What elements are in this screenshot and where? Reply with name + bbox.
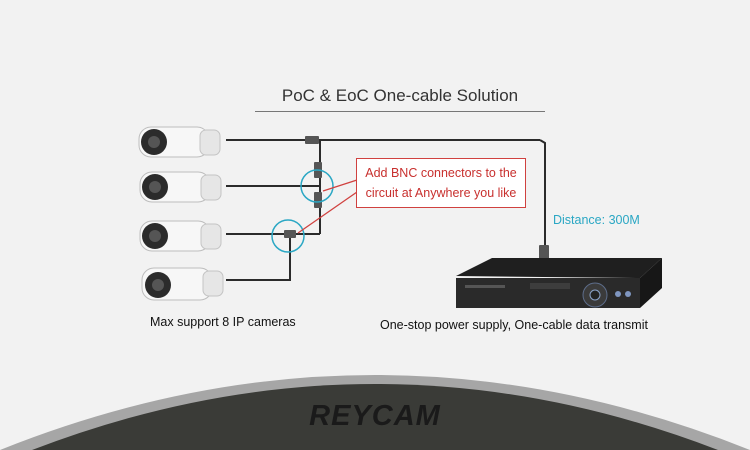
connector-highlight-circles [271, 169, 334, 253]
bnc-callout-box: Add BNC connectors to the circuit at Any… [356, 158, 526, 208]
bullet-camera-icon [139, 220, 222, 252]
footer-arc [0, 375, 750, 450]
bullet-camera-icon [138, 126, 221, 158]
camera-count-caption: Max support 8 IP cameras [150, 315, 296, 329]
bullet-camera-icon [141, 267, 224, 301]
bullet-camera-icon [139, 171, 222, 203]
cable-lines [226, 139, 546, 281]
dvr-caption: One-stop power supply, One-cable data tr… [380, 318, 648, 332]
diagram-title: PoC & EoC One-cable Solution [281, 86, 519, 105]
bnc-connector-icon [284, 136, 549, 259]
distance-label: Distance: 300M [553, 213, 640, 227]
title-underline [255, 111, 545, 112]
callout-line-2: circuit at Anywhere you like [365, 186, 517, 200]
dvr-recorder-icon [456, 258, 662, 308]
brand-logo: REYCAM [309, 400, 441, 432]
callout-line-1: Add BNC connectors to the [365, 166, 517, 180]
callout-pointers [297, 179, 358, 234]
